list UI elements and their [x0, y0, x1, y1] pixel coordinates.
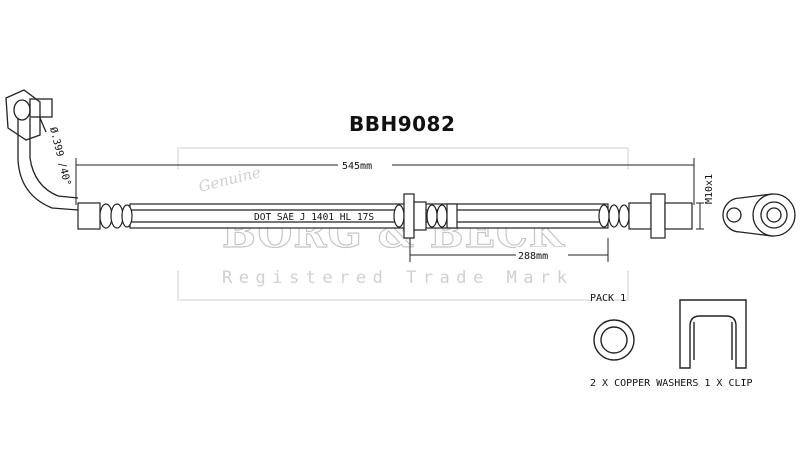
angle-dimension: Ø.399 /40° [47, 126, 73, 187]
mid-crimp-3 [436, 204, 448, 228]
end-view [722, 193, 796, 237]
right-crimp-3 [618, 204, 630, 228]
banjo-body [5, 89, 41, 141]
watermark-tagline: Registered Trade Mark [222, 268, 573, 288]
watermark-script: Genuine [197, 163, 263, 196]
end-view-inner [766, 207, 782, 223]
part-number: BBH9082 [349, 112, 456, 136]
right-ferrule [628, 202, 652, 230]
pack-contents: 2 X COPPER WASHERS 1 X CLIP [590, 378, 753, 389]
overall-length-label: 545mm [342, 161, 372, 172]
copper-washer [593, 319, 635, 361]
watermark-frame [177, 147, 629, 301]
partial-label-bg [516, 247, 568, 263]
left-crimp-1 [99, 203, 113, 229]
thread-label: M10x1 [704, 174, 715, 204]
right-crimp-1 [598, 204, 610, 228]
mid-crimp-2 [426, 204, 438, 228]
banjo-edge [39, 117, 47, 133]
partial-dimension [409, 238, 609, 262]
hose [77, 193, 693, 239]
left-crimp-3 [121, 204, 133, 228]
banjo-bolt [29, 98, 53, 118]
bent-pipe [17, 118, 79, 211]
clip-outline [679, 299, 747, 369]
mid-bracket [403, 193, 415, 239]
mid-crimp-1 [393, 204, 405, 228]
washer-inner [600, 326, 628, 354]
hose-marking: DOT SAE J 1401 HL 17S [254, 212, 374, 223]
right-hex-nut [650, 193, 666, 239]
clip [679, 299, 747, 369]
thread-dimension [696, 202, 704, 230]
overall-label-bg [338, 156, 392, 172]
pack-label: PACK 1 [590, 293, 627, 304]
banjo-fitting [5, 89, 79, 211]
partial-length-label: 288mm [518, 251, 548, 262]
mid-ferrule [446, 203, 458, 229]
mid-collar [413, 201, 427, 231]
left-ferrule [77, 202, 101, 230]
right-crimp-2 [608, 204, 620, 228]
washer-outer [593, 319, 635, 361]
hose-tube [129, 203, 609, 229]
right-thread [664, 202, 693, 230]
left-crimp-2 [110, 203, 124, 229]
banjo-bore [13, 99, 31, 121]
end-view-tab-hole [726, 207, 742, 223]
